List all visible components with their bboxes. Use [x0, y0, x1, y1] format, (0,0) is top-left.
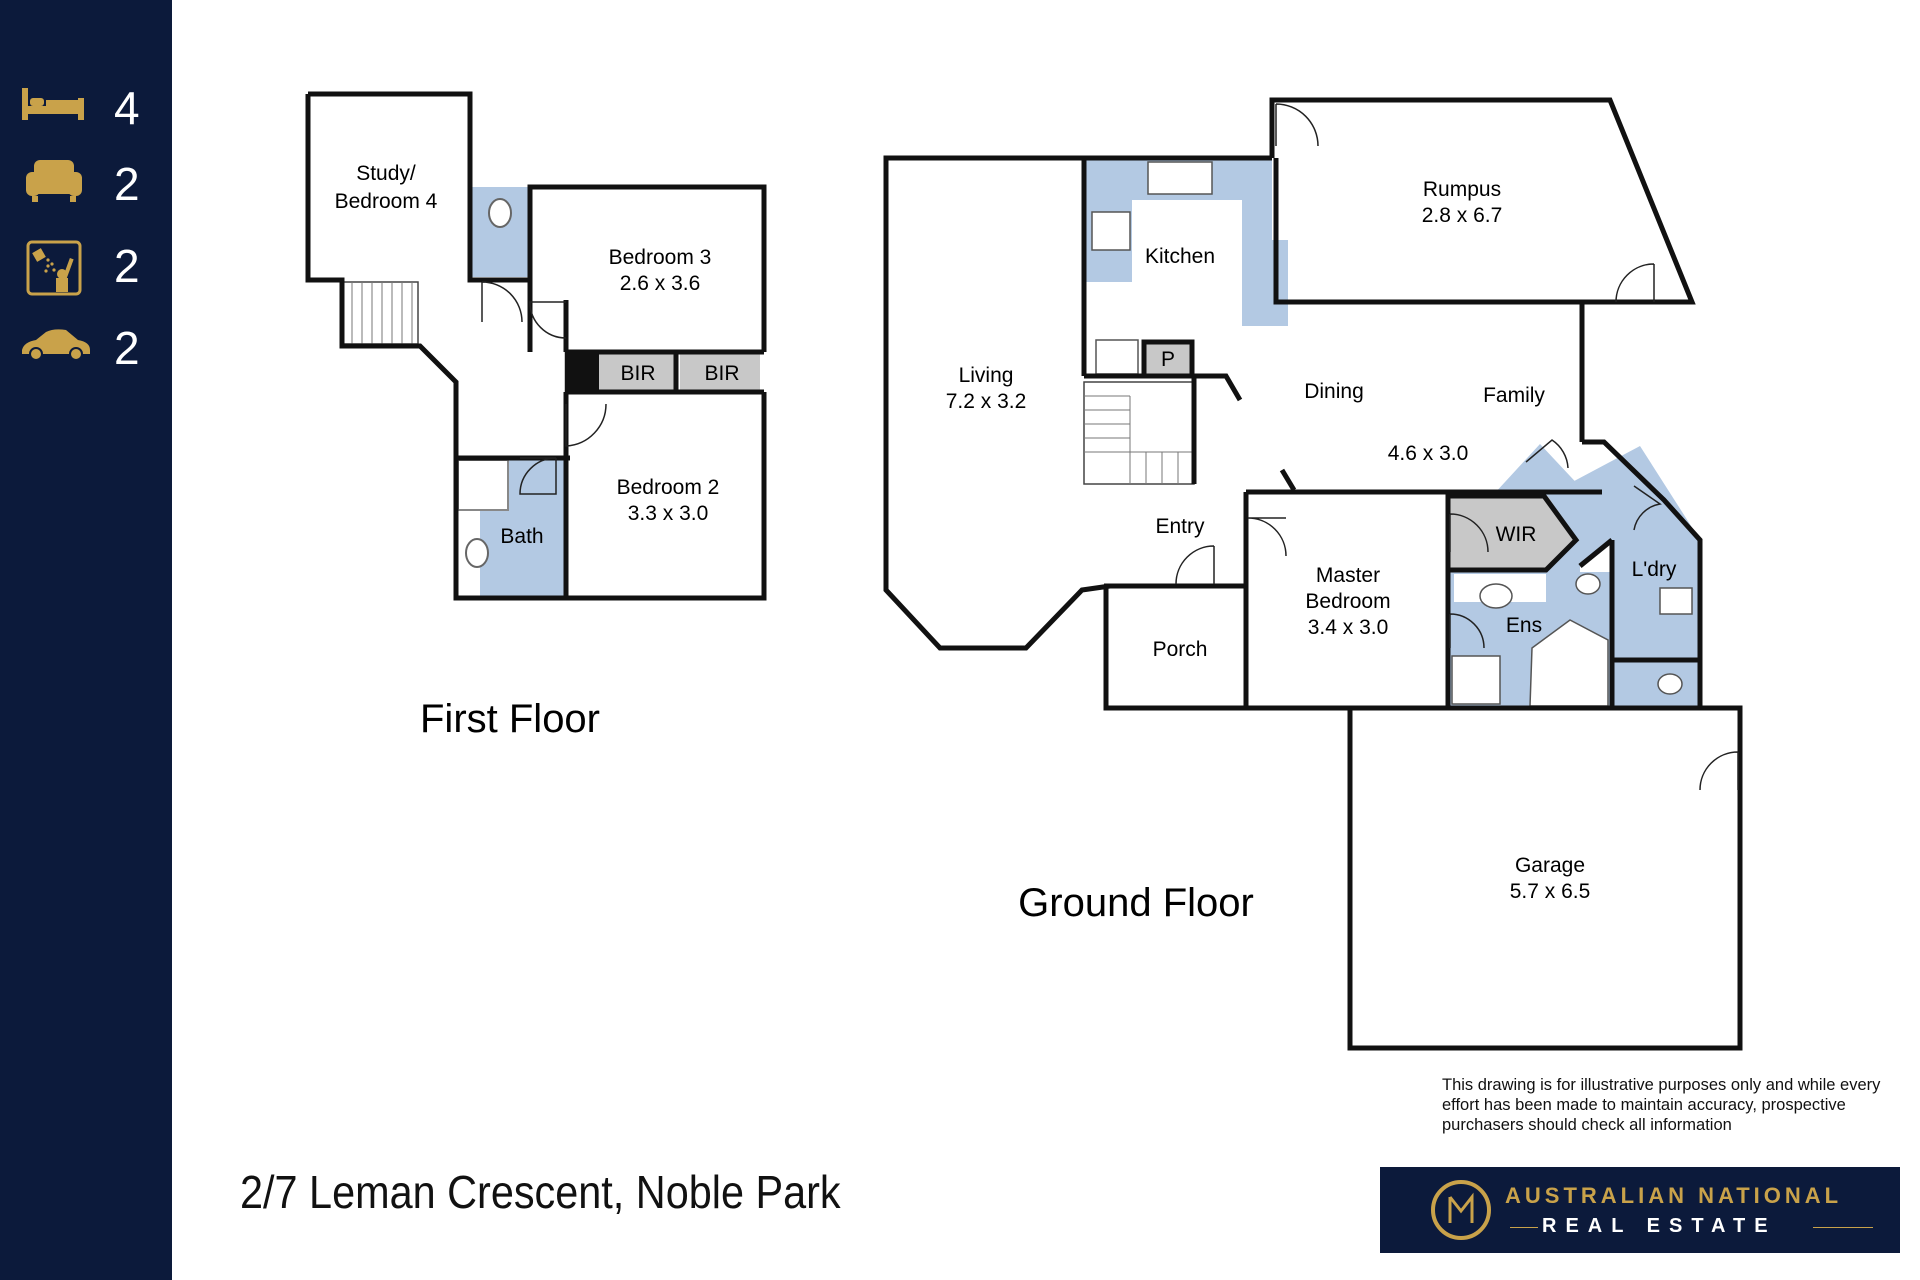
logo-rule-left: [1510, 1227, 1538, 1228]
car-icon: [22, 329, 90, 361]
laundry-room: [1612, 540, 1700, 708]
living-areas-count: 2: [114, 158, 140, 210]
bir-dark-strip: [565, 352, 599, 392]
basin-fixture: [465, 538, 489, 568]
bir-2: [680, 352, 760, 392]
shower-fixture: [457, 459, 509, 511]
master-label-2: Bedroom: [1305, 590, 1390, 613]
bedrooms-count: 4: [114, 82, 140, 134]
car-spaces-feature: 2: [18, 320, 158, 376]
logo-line-2: REAL ESTATE: [1542, 1215, 1777, 1237]
family-label: Family: [1483, 384, 1545, 407]
ground-stair-treads: [1084, 395, 1194, 484]
rumpus-size: 2.8 x 6.7: [1422, 204, 1503, 227]
cm-monogram-icon: [1431, 1180, 1491, 1240]
laundry-label: L'dry: [1632, 558, 1677, 581]
first-floor-doors: [481, 281, 607, 495]
agency-logo: AUSTRALIAN NATIONAL REAL ESTATE: [1380, 1167, 1900, 1253]
ens-label: Ens: [1506, 614, 1542, 637]
armchair-icon: [26, 160, 82, 202]
bedroom3-label: Bedroom 3: [609, 246, 712, 269]
ground-floor-title: Ground Floor: [1018, 881, 1254, 925]
ensuite-basin: [1479, 583, 1513, 609]
bathrooms-count: 2: [114, 240, 140, 292]
toilet-fixture: [488, 198, 512, 228]
dining-label: Dining: [1304, 380, 1364, 403]
features-sidebar: 4 2 2 2: [0, 0, 172, 1280]
ensuite-toilet: [1575, 573, 1601, 595]
wir-label: WIR: [1496, 523, 1537, 546]
kitchen-label: Kitchen: [1145, 245, 1215, 268]
dining-family-size: 4.6 x 3.0: [1388, 442, 1469, 465]
pantry-label: P: [1161, 348, 1175, 371]
shower-icon: [26, 240, 82, 296]
study-label-2: Bedroom 4: [335, 190, 438, 213]
bedrooms-feature: 4: [18, 80, 158, 136]
bed-icon: [22, 88, 84, 120]
first-floor-title: First Floor: [420, 697, 600, 741]
ground-floor-plan: Living 7.2 x 3.2 Kitchen P Rumpus 2.8 x …: [883, 97, 1743, 1051]
cooktop-fixture: [1091, 211, 1131, 251]
bath-label: Bath: [500, 525, 543, 548]
porch-label: Porch: [1153, 638, 1208, 661]
stair-treads: [351, 282, 413, 344]
rumpus-label: Rumpus: [1423, 178, 1501, 201]
fridge-fixture: [1095, 339, 1139, 375]
kitchen-bench: [1084, 158, 1288, 326]
ground-floor-doors: [1175, 103, 1739, 791]
study-label: Study/: [356, 162, 416, 185]
laundry-toilet: [1657, 673, 1683, 695]
garage-label: Garage: [1515, 854, 1585, 877]
sink-fixture: [1147, 161, 1213, 195]
garage-size: 5.7 x 6.5: [1510, 880, 1591, 903]
master-size: 3.4 x 3.0: [1308, 616, 1389, 639]
living-size: 7.2 x 3.2: [946, 390, 1027, 413]
first-floor-stairs: [341, 281, 419, 345]
bedroom2-label: Bedroom 2: [617, 476, 720, 499]
bedroom3-size: 2.6 x 3.6: [620, 272, 701, 295]
bir2-label: BIR: [704, 362, 739, 385]
logo-line-1: AUSTRALIAN NATIONAL: [1505, 1183, 1843, 1208]
laundry-tub: [1659, 587, 1693, 615]
living-areas-feature: 2: [18, 156, 158, 212]
spa-bath: [1529, 619, 1609, 707]
bedroom2-size: 3.3 x 3.0: [628, 502, 709, 525]
living-label: Living: [959, 364, 1014, 387]
ensuite-shower: [1451, 655, 1501, 705]
car-spaces-count: 2: [114, 322, 140, 374]
wir-area: [1450, 496, 1576, 570]
first-floor-plan: Study/ Bedroom 4 Bedroom 3 2.6 x 3.6 BIR…: [305, 91, 767, 741]
property-address: 2/7 Leman Crescent, Noble Park: [240, 1166, 841, 1218]
bathrooms-feature: 2: [18, 238, 158, 296]
logo-rule-right: [1813, 1227, 1873, 1228]
ground-floor-stairs: [1083, 381, 1195, 485]
laundry-upper: [1546, 446, 1700, 566]
bir1-label: BIR: [620, 362, 655, 385]
ground-floor-walls: [883, 97, 1743, 1051]
entry-label: Entry: [1155, 515, 1205, 538]
master-label: Master: [1316, 564, 1380, 587]
disclaimer-text: This drawing is for illustrative purpose…: [1442, 1076, 1881, 1134]
pantry: [1144, 342, 1192, 376]
